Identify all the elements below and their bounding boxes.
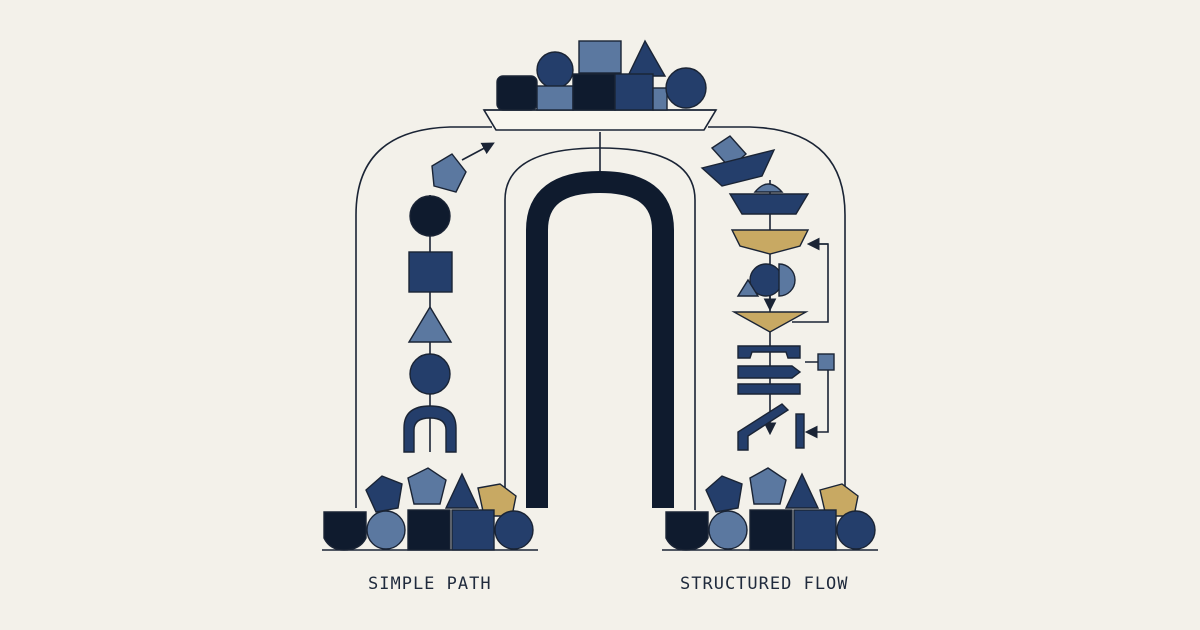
pile-slate-sliver (652, 87, 668, 111)
right-navy-cup (665, 511, 709, 551)
slate-bump (753, 183, 784, 193)
left-blue-square (451, 509, 495, 551)
pile-navy-box (572, 73, 616, 111)
slate-half-circle (778, 263, 796, 297)
blue-funnel-bowl (728, 193, 810, 215)
top-hopper (482, 109, 718, 131)
right-blue-circle (836, 510, 876, 550)
slate-small-box (817, 353, 835, 371)
arrow-bar (737, 365, 802, 379)
vertical-stopper (795, 413, 805, 449)
structured-flow-chain (700, 135, 835, 451)
left-rotated-blue (365, 475, 403, 513)
bracket-top (737, 345, 801, 359)
rotated-slate-square (431, 153, 467, 193)
bracket-bottom (737, 383, 801, 395)
blue-circle (409, 353, 451, 395)
left-navy-cup (323, 511, 367, 551)
right-navy-square (749, 509, 793, 551)
navy-arch-shape (403, 405, 457, 453)
left-navy-square (407, 509, 451, 551)
pile-blue-triangle (626, 39, 667, 77)
structured-flow-label: STRUCTURED FLOW (680, 574, 849, 594)
feedback-loop-bottom (804, 362, 829, 439)
gold-hex (730, 229, 810, 255)
right-slate-pentagon (749, 467, 787, 505)
pile-navy-square (496, 75, 538, 111)
pile-blue-circle-right (665, 67, 707, 109)
pile-slate-square (578, 40, 622, 74)
navy-circle (409, 195, 451, 237)
right-base-pile (662, 467, 878, 551)
left-slate-pentagon (407, 467, 447, 505)
simple-path-label: SIMPLE PATH (368, 574, 492, 594)
tilted-navy-wedge (700, 148, 776, 187)
central-thick-arch (526, 170, 674, 508)
simple-path-chain (403, 142, 495, 453)
outer-arches (355, 126, 846, 510)
left-base-pile (322, 467, 538, 551)
diagonal-bar (737, 403, 790, 451)
left-blue-circle (494, 510, 534, 550)
left-slate-circle (366, 510, 406, 550)
slate-triangle (407, 305, 453, 343)
slate-small-triangle (736, 278, 760, 297)
gold-funnel (731, 311, 809, 333)
blue-square (408, 251, 453, 293)
right-rotated-blue (705, 475, 743, 513)
right-outer-arch (708, 126, 846, 508)
pile-blue-circle (536, 51, 574, 89)
feedback-loop-top (792, 243, 829, 323)
top-shape-pile (496, 39, 707, 111)
right-blue-triangle (784, 472, 820, 509)
exit-arrow-line (461, 142, 495, 161)
hopper-tray (482, 109, 718, 131)
left-blue-triangle (444, 472, 480, 509)
right-slate-circle (708, 510, 748, 550)
pile-blue-box (614, 73, 654, 111)
right-blue-square (793, 509, 837, 551)
pile-slate-box (536, 85, 574, 111)
left-outer-arch (355, 126, 492, 508)
